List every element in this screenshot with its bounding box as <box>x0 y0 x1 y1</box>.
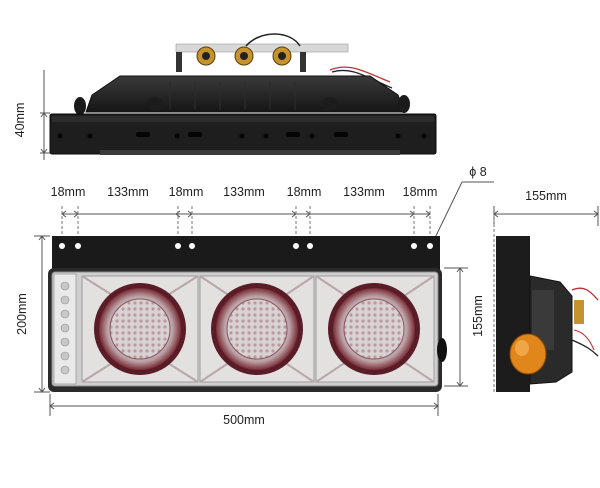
label-500mm: 500mm <box>223 413 265 427</box>
label-200mm: 200mm <box>15 293 29 335</box>
connector-icon <box>196 46 216 66</box>
front-view-lamp <box>48 236 447 392</box>
connector-icon <box>272 46 292 66</box>
label-gap-4: 18mm <box>403 185 438 199</box>
amber-reflector-icon <box>509 333 547 375</box>
lens-compartment-1 <box>81 275 199 383</box>
hole-diameter-leader <box>431 181 494 245</box>
side-view-lamp <box>496 236 599 392</box>
height-dimension-top <box>40 70 50 160</box>
height-dimension-front <box>34 235 50 393</box>
label-section-2: 133mm <box>223 185 265 199</box>
lens-compartment-2 <box>199 275 315 383</box>
label-section-1: 133mm <box>107 185 149 199</box>
label-gap-1: 18mm <box>51 185 86 199</box>
segment-dimension-line <box>61 210 431 218</box>
lens-compartment-3 <box>315 275 435 383</box>
label-gap-3: 18mm <box>287 185 322 199</box>
label-section-3: 133mm <box>343 185 385 199</box>
label-155mm-lens: 155mm <box>471 295 485 337</box>
connector-icon <box>234 46 254 66</box>
width-dimension-total <box>49 394 439 416</box>
width-dimension-side <box>493 206 599 226</box>
height-dimension-lens <box>444 267 468 387</box>
top-view-housing <box>49 33 437 155</box>
label-40mm: 40mm <box>13 103 27 138</box>
mounting-holes <box>59 243 433 249</box>
label-155mm-side: 155mm <box>525 189 567 203</box>
label-gap-2: 18mm <box>169 185 204 199</box>
label-hole-diameter: ϕ 8 <box>469 165 486 179</box>
